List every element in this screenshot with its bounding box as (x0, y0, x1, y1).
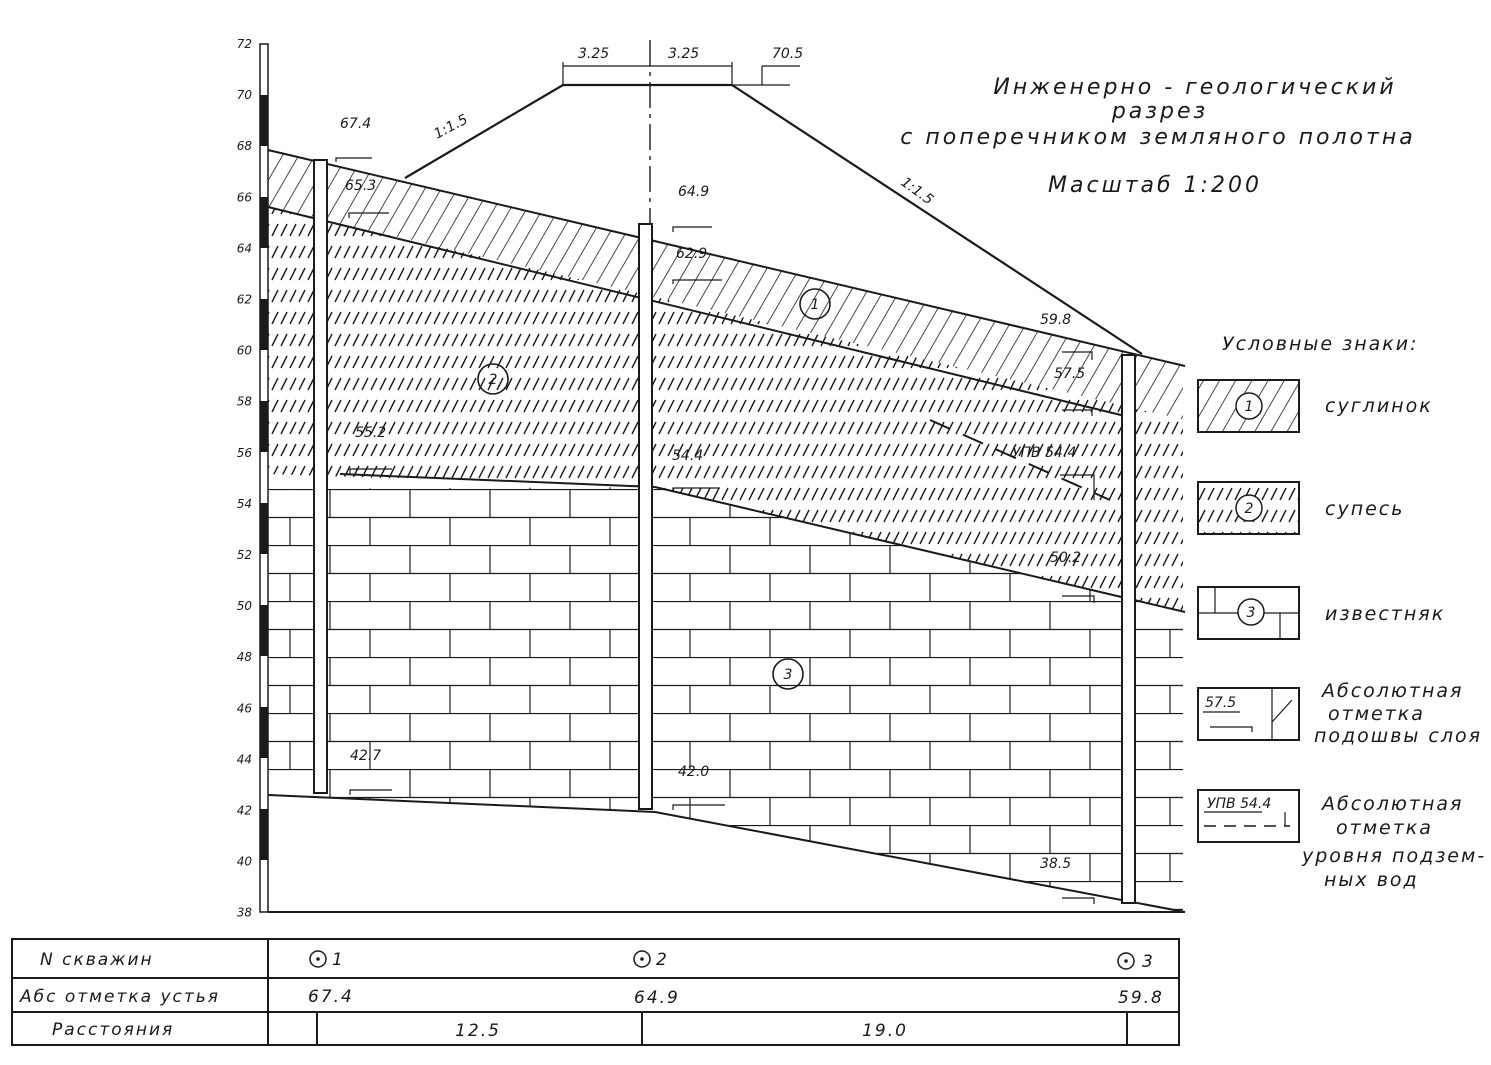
legend-label-gw-4: ных вод (1324, 869, 1419, 891)
layer-number-3: 3 (772, 658, 804, 690)
mark-50-2: 50.2 (1050, 550, 1081, 566)
legend-label-layer-base-3: подошвы слоя (1314, 725, 1482, 747)
mark-59-8: 59.8 (1040, 312, 1071, 328)
slope-right-label: 1:1.5 (898, 174, 937, 208)
scale-tick-70: 70 (237, 88, 253, 102)
legend-item-sandy-loam: 2 супесь (1197, 481, 1404, 535)
layer-number-1: 1 (799, 288, 831, 320)
mark-38-5: 38.5 (1040, 856, 1071, 872)
groundwater-line (929, 419, 1111, 501)
scale-tick-labels: 72 70 68 66 64 62 60 58 56 54 52 50 48 46 44 42 40 38 (237, 37, 253, 920)
svg-text:2: 2 (1245, 501, 1254, 517)
groundwater-mark: УПВ 54.4 (1012, 445, 1076, 461)
table-distance-2: 19.0 (862, 1021, 908, 1041)
legend-item-limestone: 3 известняк (1197, 586, 1445, 640)
layer-boundaries (267, 149, 1186, 913)
legend-label-loam: суглинок (1325, 395, 1433, 417)
svg-text:57.5: 57.5 (1205, 695, 1236, 711)
half-width-right: 3.25 (668, 46, 699, 62)
slope-left-label: 1:1.5 (431, 112, 470, 143)
legend-label-gw-1: Абсолютная (1320, 793, 1464, 815)
elevation-scale (259, 43, 269, 913)
scale-tick-56: 56 (237, 446, 253, 460)
scale-tick-50: 50 (237, 599, 253, 613)
mark-62-9: 62.9 (676, 246, 707, 262)
legend-label-gw-2: отметка (1336, 817, 1433, 839)
scale-tick-46: 46 (237, 701, 253, 715)
scale-tick-60: 60 (237, 344, 253, 358)
svg-text:1: 1 (332, 950, 345, 970)
table-head-wells: N скважин (40, 950, 154, 970)
table-well-2: 2 (633, 950, 669, 970)
legend: Условные знаки: 1 суглинок 2 супесь 3 из… (1197, 333, 1486, 891)
mark-67-4: 67.4 (340, 116, 371, 132)
scale-tick-58: 58 (237, 395, 253, 409)
svg-text:2: 2 (489, 372, 498, 388)
borehole-3 (1121, 354, 1136, 904)
scale-tick-52: 52 (237, 548, 252, 562)
svg-text:УПВ 54.4: УПВ 54.4 (1207, 796, 1271, 812)
scale-tick-62: 62 (237, 293, 252, 307)
legend-item-loam: 1 суглинок (1197, 379, 1433, 433)
legend-label-limestone: известняк (1325, 603, 1445, 625)
scale-tick-38: 38 (237, 906, 253, 920)
svg-text:3: 3 (784, 667, 793, 683)
mark-42-7: 42.7 (350, 748, 381, 764)
layer-3-limestone (268, 487, 1183, 912)
scale-tick-42: 42 (237, 804, 252, 818)
table-elev-3: 59.8 (1118, 988, 1164, 1008)
title-line-2: разрез (1111, 99, 1208, 124)
mark-64-9: 64.9 (678, 184, 709, 200)
embankment (404, 40, 1143, 355)
mark-55-2: 55.2 (355, 425, 386, 441)
elevation-leaders (335, 157, 1095, 904)
legend-label-layer-base-2: отметка (1328, 703, 1425, 725)
legend-label-sandy-loam: супесь (1325, 498, 1404, 520)
scale-tick-68: 68 (237, 139, 253, 153)
svg-text:3: 3 (1247, 605, 1256, 621)
mark-57-5: 57.5 (1054, 366, 1085, 382)
legend-item-layer-base-mark: 57.5 Абсолютная отметка подошвы слоя (1197, 680, 1482, 747)
borehole-2 (638, 223, 653, 810)
title-line-1: Инженерно - геологический (993, 75, 1396, 100)
scale-tick-44: 44 (237, 752, 252, 766)
crest-elevation: 70.5 (772, 46, 803, 62)
scale-tick-64: 64 (237, 241, 252, 255)
table-distance-1: 12.5 (455, 1021, 501, 1041)
mark-54-4: 54.4 (672, 448, 703, 464)
title-line-3: с поперечником земляного полотна (900, 125, 1415, 150)
legend-label-layer-base-1: Абсолютная (1320, 680, 1464, 702)
table-elev-1: 67.4 (308, 987, 354, 1007)
table-elev-2: 64.9 (634, 988, 680, 1008)
geology-layers (268, 150, 1183, 912)
table-well-3: 3 (1117, 952, 1155, 972)
scale-tick-40: 40 (237, 855, 253, 869)
table-well-1: 1 (309, 950, 345, 970)
svg-text:3: 3 (1142, 952, 1155, 972)
scale-tick-54: 54 (237, 497, 252, 511)
scale-tick-66: 66 (237, 190, 253, 204)
table-head-elevation: Абс отметка устья (19, 987, 220, 1007)
svg-text:1: 1 (1245, 399, 1254, 415)
table-head-distances: Расстояния (52, 1020, 174, 1040)
svg-text:2: 2 (656, 950, 669, 970)
svg-text:1: 1 (811, 297, 820, 313)
scale-tick-72: 72 (237, 37, 252, 51)
legend-title: Условные знаки: (1222, 333, 1419, 355)
half-width-left: 3.25 (578, 46, 609, 62)
layer-1-loam (268, 150, 1183, 420)
layer-number-2: 2 (477, 363, 509, 395)
legend-label-gw-3: уровня подзем- (1301, 845, 1486, 867)
borehole-1 (313, 159, 328, 794)
legend-item-groundwater-mark: УПВ 54.4 Абсолютная отметка уровня подзе… (1197, 789, 1486, 891)
mark-42-0: 42.0 (678, 764, 709, 780)
borehole-table (11, 938, 1180, 1046)
drawing-title: Инженерно - геологический разрез с попер… (900, 75, 1415, 198)
mark-65-3: 65.3 (345, 178, 376, 194)
drawing-scale: Масштаб 1:200 (1048, 173, 1262, 198)
scale-tick-48: 48 (237, 650, 253, 664)
layer-2-sandy-loam (268, 207, 1183, 612)
